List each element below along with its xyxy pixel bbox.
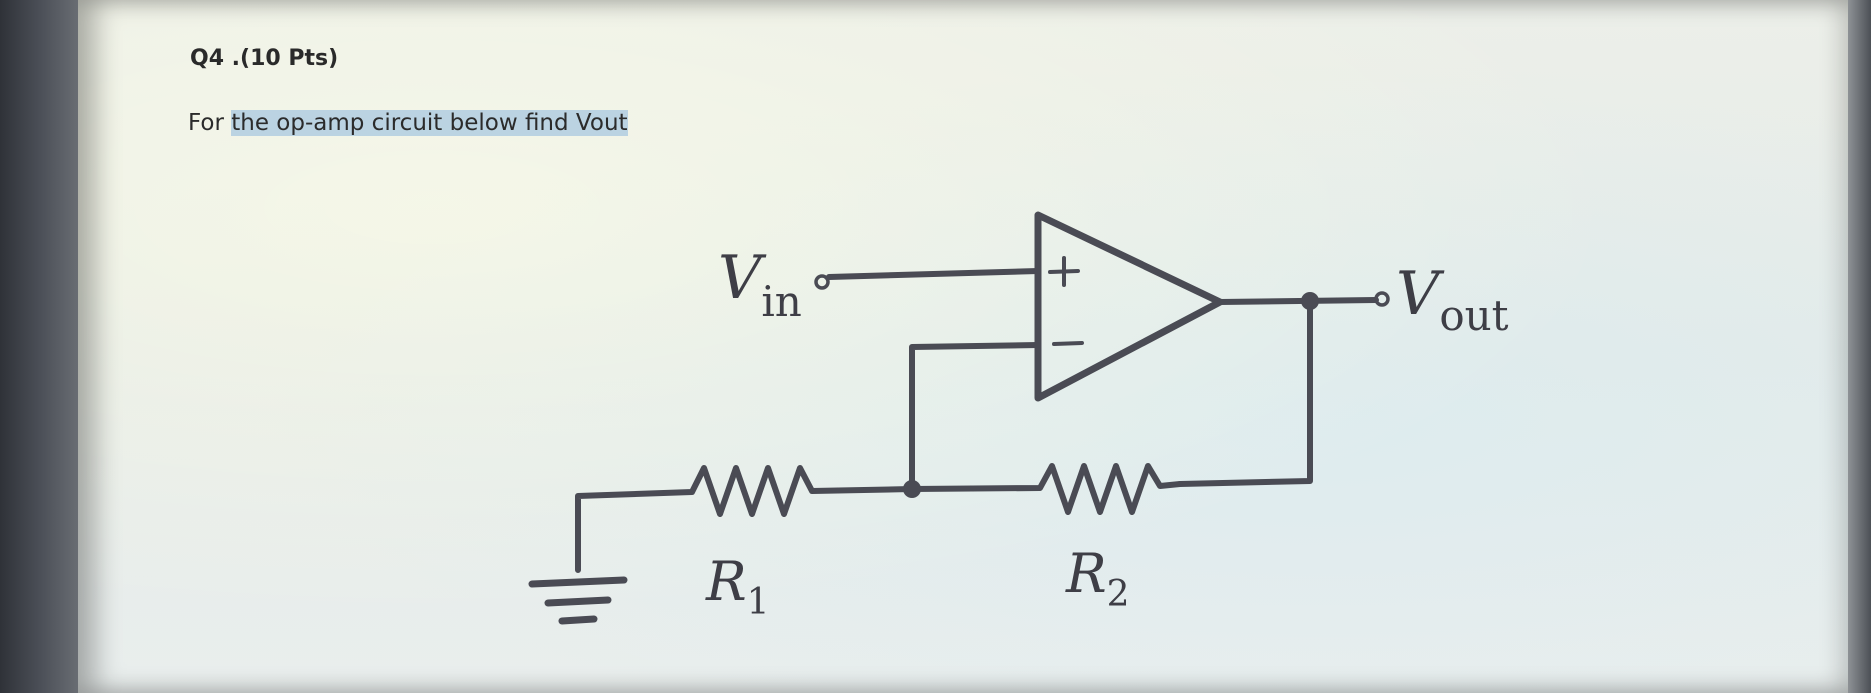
question-prompt-start: For	[188, 110, 232, 136]
r1-label: R1	[705, 550, 770, 623]
vin-label: Vin	[718, 243, 802, 326]
node-junction	[903, 480, 921, 498]
feedback-wire	[1177, 298, 1313, 487]
inverting-input-wire	[909, 342, 1041, 492]
resistor-r1	[575, 465, 915, 573]
minus-sign	[1052, 341, 1084, 346]
resistor-r2	[909, 463, 1183, 515]
r2-label: R2	[1065, 542, 1130, 615]
vin-wire	[826, 268, 1041, 280]
ground-icon	[528, 576, 628, 625]
output-wire	[1217, 297, 1379, 305]
question-prompt: For the op-amp circuit below find Vout	[188, 110, 628, 136]
op-amp-symbol	[1034, 211, 1224, 402]
screen-edge	[1848, 0, 1871, 693]
question-prompt-highlighted: the op-amp circuit below find Vout	[231, 110, 628, 136]
vin-terminal	[814, 274, 830, 290]
vout-label: Vout	[1396, 259, 1509, 340]
vout-terminal	[1374, 291, 1390, 307]
question-heading: Q4 .(10 Pts)	[190, 46, 339, 71]
